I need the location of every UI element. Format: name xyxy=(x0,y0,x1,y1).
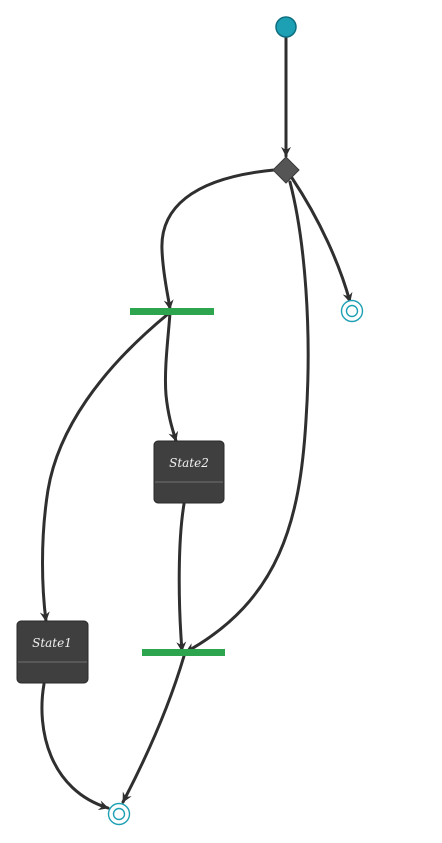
edge-choice-to-fork1 xyxy=(160,168,276,311)
final-state-node-bottom xyxy=(107,802,131,826)
fork-bar-top xyxy=(130,308,214,315)
state-label: State2 xyxy=(169,456,209,470)
join-bar-bottom xyxy=(142,649,225,656)
final-state-node-right xyxy=(340,299,364,323)
initial-state-node xyxy=(275,16,297,38)
edge-state1-to-final-bottom xyxy=(40,682,110,811)
edge-choice-to-fork2 xyxy=(184,180,310,654)
edge-choice-to-final-right xyxy=(290,176,353,304)
edge-fork1-to-state2 xyxy=(163,311,179,443)
edge-state2-to-fork2 xyxy=(176,502,187,653)
state-box-state1[interactable]: State1 xyxy=(16,620,89,684)
edge-fork1-to-state1 xyxy=(39,312,170,623)
state-label: State1 xyxy=(32,636,72,650)
state-box-state2[interactable]: State2 xyxy=(153,440,225,504)
edge-fork2-to-final-bottom xyxy=(121,654,186,804)
choice-node xyxy=(272,156,300,184)
